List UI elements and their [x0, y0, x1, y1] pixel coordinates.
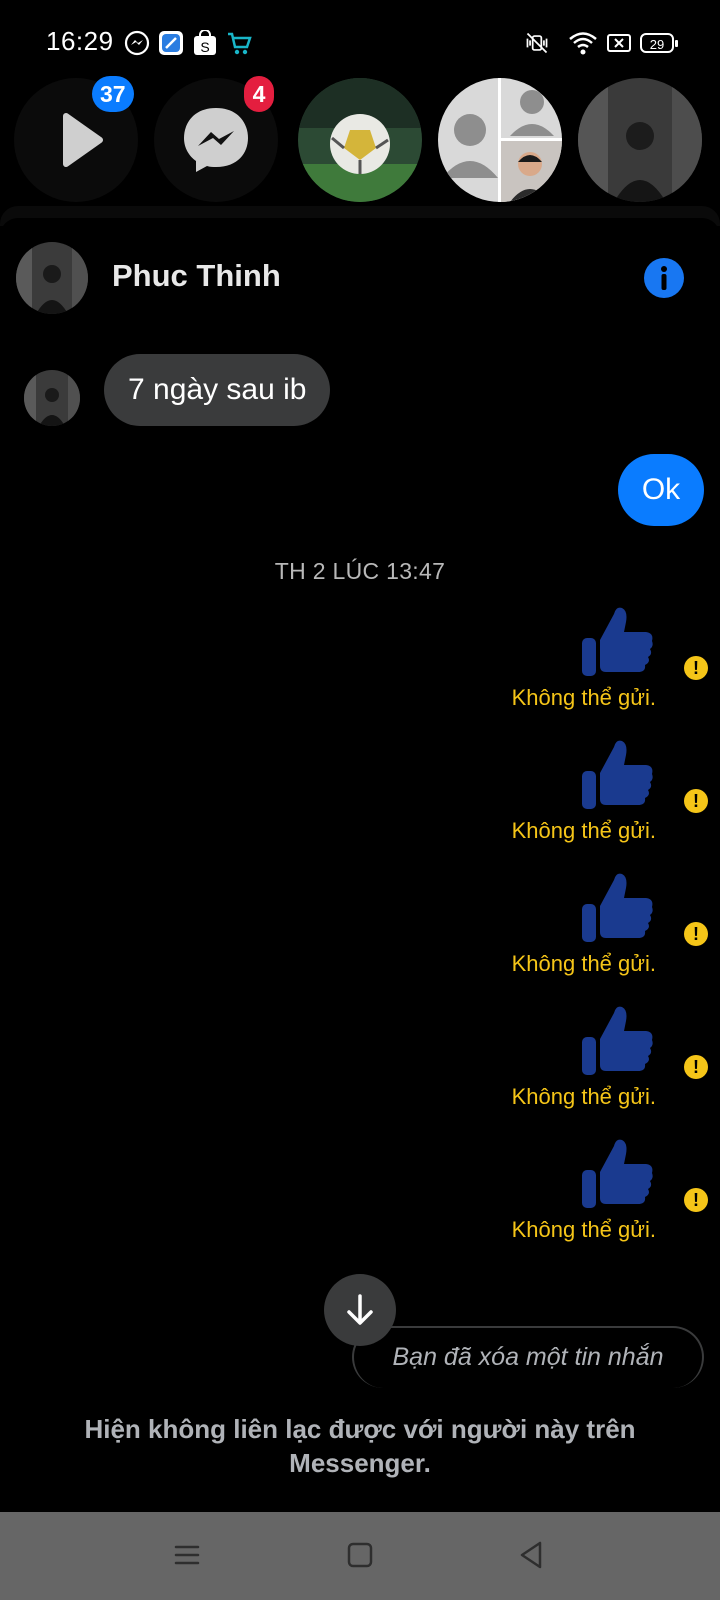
warning-icon[interactable]: !	[684, 1055, 708, 1079]
send-failed-text: Không thể gửi.	[511, 685, 656, 710]
thumbs-up-icon	[582, 873, 653, 942]
messenger-icon	[124, 30, 150, 56]
back-icon[interactable]	[514, 1538, 548, 1572]
send-failed-text: Không thể gửi.	[511, 1084, 656, 1109]
send-failed-text: Không thể gửi.	[511, 818, 656, 843]
battery-icon: 29	[640, 33, 678, 53]
chat-head-football[interactable]	[298, 78, 422, 202]
thumbs-up-icon	[582, 1006, 653, 1075]
wifi-icon	[569, 32, 597, 55]
status-bar: 16:29 S 29	[0, 0, 720, 84]
warning-icon[interactable]: !	[684, 922, 708, 946]
message-timestamp: TH 2 LÚC 13:47	[274, 558, 446, 584]
contact-name[interactable]: Phuc Thinh	[112, 258, 281, 293]
thumbs-up-icon	[582, 740, 653, 809]
status-time: 16:29	[46, 26, 114, 56]
info-button[interactable]	[644, 258, 684, 298]
chat-heads-row: 37 4	[0, 76, 720, 206]
sim-off-icon	[607, 34, 631, 52]
info-icon	[661, 266, 667, 290]
warning-icon[interactable]: !	[684, 656, 708, 680]
send-failed-text: Không thể gửi.	[511, 951, 656, 976]
warning-icon[interactable]: !	[684, 1188, 708, 1212]
football-photo	[298, 78, 422, 202]
chat-head-person[interactable]	[578, 78, 702, 202]
group-avatar	[438, 78, 562, 202]
play-icon	[63, 113, 103, 167]
arrow-down-icon	[347, 1294, 373, 1325]
warning-icon[interactable]: !	[684, 789, 708, 813]
messenger-icon	[184, 108, 248, 172]
deleted-message-bubble[interactable]: Bạn đã xóa một tin nhắn	[352, 1326, 704, 1388]
vibrate-mute-icon	[526, 32, 548, 54]
thumbs-up-icon	[582, 1139, 653, 1208]
thumbs-up-icon	[582, 607, 653, 676]
blue-app-icon	[159, 31, 183, 55]
shopping-bag-icon: S	[194, 30, 216, 55]
person-photo	[578, 78, 702, 202]
unavailable-notice: Hiện không liên lạc được với người này t…	[84, 1414, 636, 1478]
chat-head-group[interactable]	[438, 78, 562, 202]
system-navigation-bar	[0, 1512, 720, 1600]
menu-icon[interactable]	[170, 1538, 204, 1572]
contact-avatar[interactable]	[16, 242, 88, 314]
unread-badge-messenger: 4	[244, 76, 274, 112]
home-icon[interactable]	[343, 1538, 377, 1572]
message-bubble-incoming[interactable]: 7 ngày sau ib	[104, 354, 331, 426]
scroll-to-bottom-button[interactable]	[324, 1274, 396, 1346]
unread-badge-video: 37	[92, 76, 134, 112]
svg-text:S: S	[200, 39, 209, 55]
send-failed-text: Không thể gửi.	[511, 1217, 656, 1242]
cart-app-icon	[228, 32, 252, 55]
sender-avatar	[24, 370, 80, 426]
message-bubble-outgoing[interactable]: Ok	[618, 454, 704, 526]
